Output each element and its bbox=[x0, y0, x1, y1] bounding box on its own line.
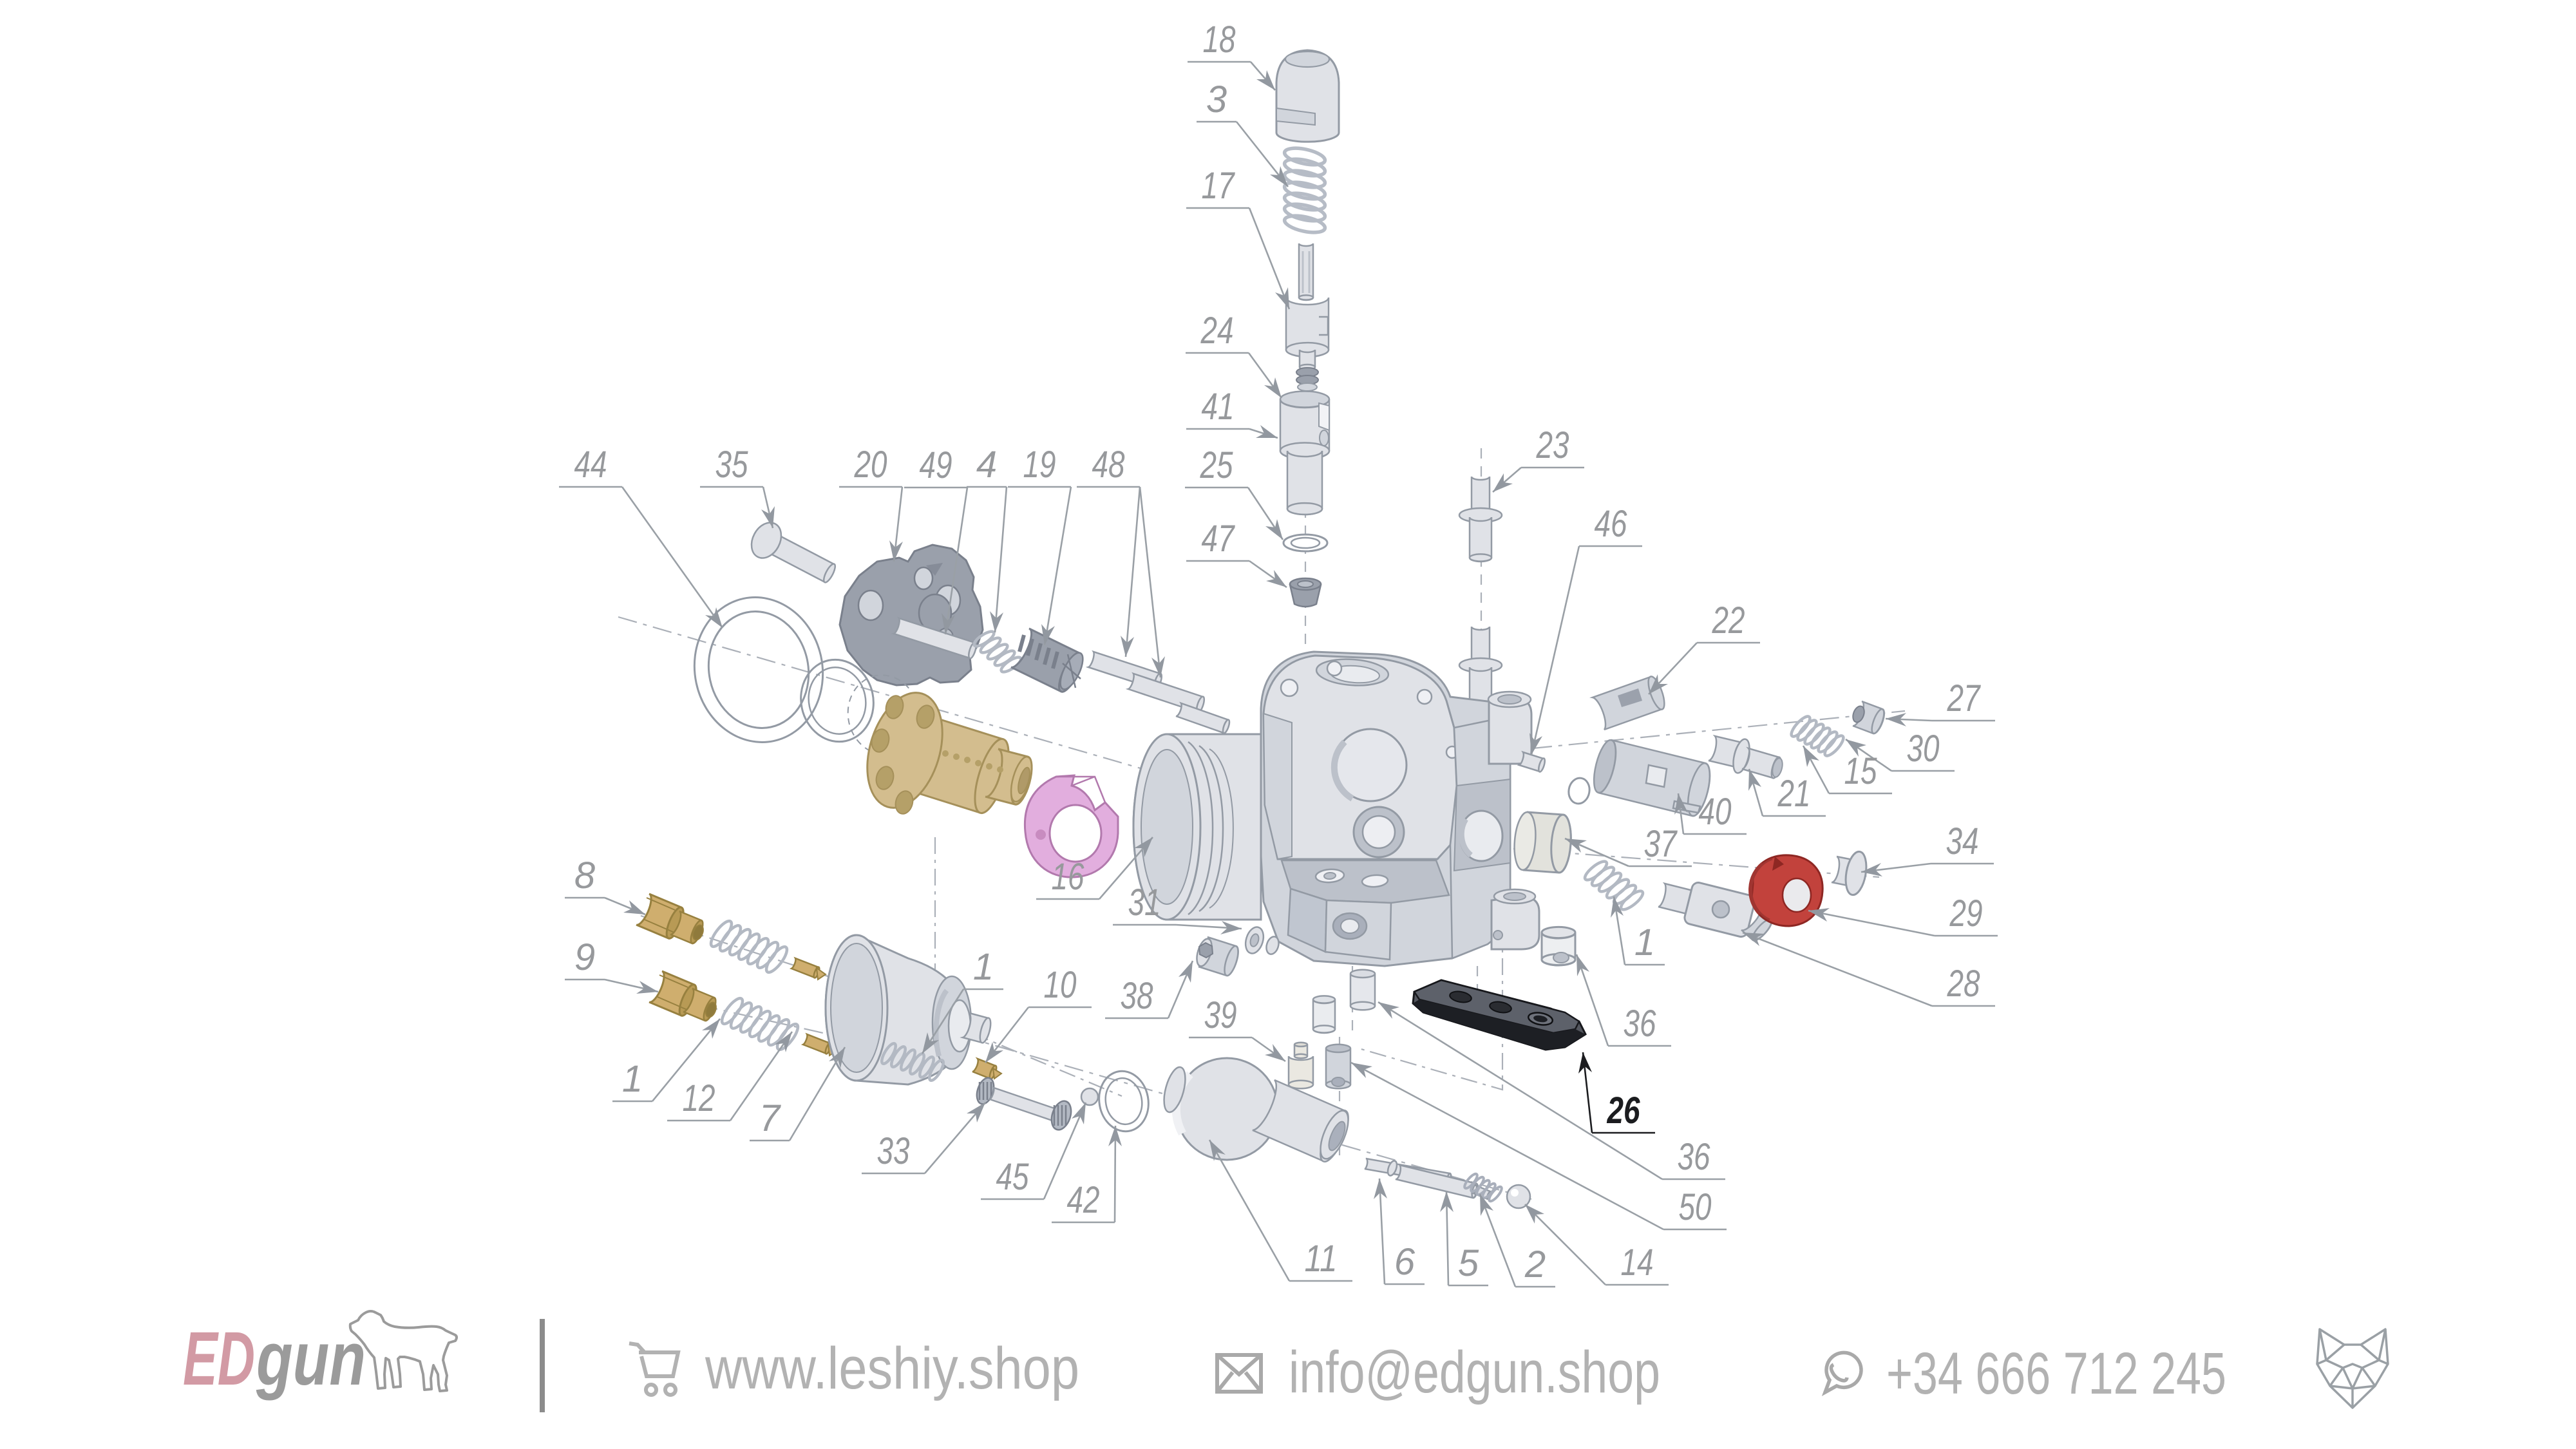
svg-text:9: 9 bbox=[574, 936, 595, 978]
svg-text:ED: ED bbox=[183, 1316, 255, 1401]
svg-text:6: 6 bbox=[1394, 1241, 1416, 1283]
svg-text:27: 27 bbox=[1947, 677, 1982, 719]
svg-text:22: 22 bbox=[1712, 600, 1745, 641]
svg-text:18: 18 bbox=[1203, 19, 1236, 61]
svg-text:33: 33 bbox=[877, 1130, 910, 1172]
svg-text:45: 45 bbox=[996, 1156, 1030, 1198]
svg-text:5: 5 bbox=[1458, 1242, 1479, 1284]
svg-text:14: 14 bbox=[1621, 1242, 1654, 1283]
svg-text:www.leshiy.shop: www.leshiy.shop bbox=[705, 1336, 1079, 1401]
svg-text:48: 48 bbox=[1092, 444, 1125, 486]
svg-text:3: 3 bbox=[1206, 79, 1227, 120]
svg-text:25: 25 bbox=[1200, 444, 1233, 486]
svg-text:gun: gun bbox=[256, 1316, 366, 1401]
svg-text:info@edgun.shop: info@edgun.shop bbox=[1289, 1340, 1660, 1405]
svg-text:39: 39 bbox=[1204, 994, 1237, 1036]
svg-text:24: 24 bbox=[1200, 310, 1234, 352]
svg-text:40: 40 bbox=[1699, 791, 1732, 833]
svg-text:23: 23 bbox=[1536, 424, 1569, 466]
svg-text:49: 49 bbox=[920, 444, 952, 486]
svg-text:47: 47 bbox=[1202, 518, 1236, 560]
svg-text:44: 44 bbox=[574, 444, 607, 486]
svg-text:7: 7 bbox=[759, 1097, 782, 1139]
svg-text:50: 50 bbox=[1679, 1186, 1712, 1228]
svg-text:10: 10 bbox=[1044, 964, 1077, 1006]
svg-text:20: 20 bbox=[854, 444, 887, 486]
svg-text:34: 34 bbox=[1946, 820, 1979, 862]
svg-text:41: 41 bbox=[1202, 386, 1235, 428]
svg-text:16: 16 bbox=[1052, 856, 1085, 898]
svg-text:42: 42 bbox=[1067, 1179, 1100, 1221]
svg-text:+34 666 712 245: +34 666 712 245 bbox=[1886, 1341, 2226, 1406]
svg-text:15: 15 bbox=[1844, 750, 1878, 792]
svg-text:1: 1 bbox=[622, 1058, 643, 1100]
svg-text:12: 12 bbox=[683, 1077, 715, 1119]
svg-text:11: 11 bbox=[1305, 1238, 1338, 1280]
svg-text:35: 35 bbox=[715, 444, 749, 486]
svg-text:36: 36 bbox=[1624, 1003, 1657, 1045]
svg-text:19: 19 bbox=[1023, 444, 1056, 486]
svg-text:29: 29 bbox=[1949, 893, 1983, 934]
svg-text:30: 30 bbox=[1907, 728, 1940, 770]
svg-text:8: 8 bbox=[574, 855, 595, 896]
svg-text:1: 1 bbox=[1634, 922, 1655, 963]
svg-text:1: 1 bbox=[973, 946, 994, 988]
svg-text:38: 38 bbox=[1121, 975, 1153, 1017]
svg-text:46: 46 bbox=[1595, 503, 1628, 545]
svg-text:17: 17 bbox=[1202, 165, 1236, 207]
svg-text:37: 37 bbox=[1644, 823, 1678, 865]
svg-text:26: 26 bbox=[1607, 1090, 1640, 1132]
svg-text:31: 31 bbox=[1128, 882, 1161, 923]
svg-text:2: 2 bbox=[1524, 1244, 1546, 1285]
svg-text:4: 4 bbox=[976, 444, 997, 486]
svg-text:21: 21 bbox=[1777, 773, 1811, 815]
svg-text:28: 28 bbox=[1947, 963, 1980, 1005]
svg-text:36: 36 bbox=[1678, 1136, 1711, 1178]
